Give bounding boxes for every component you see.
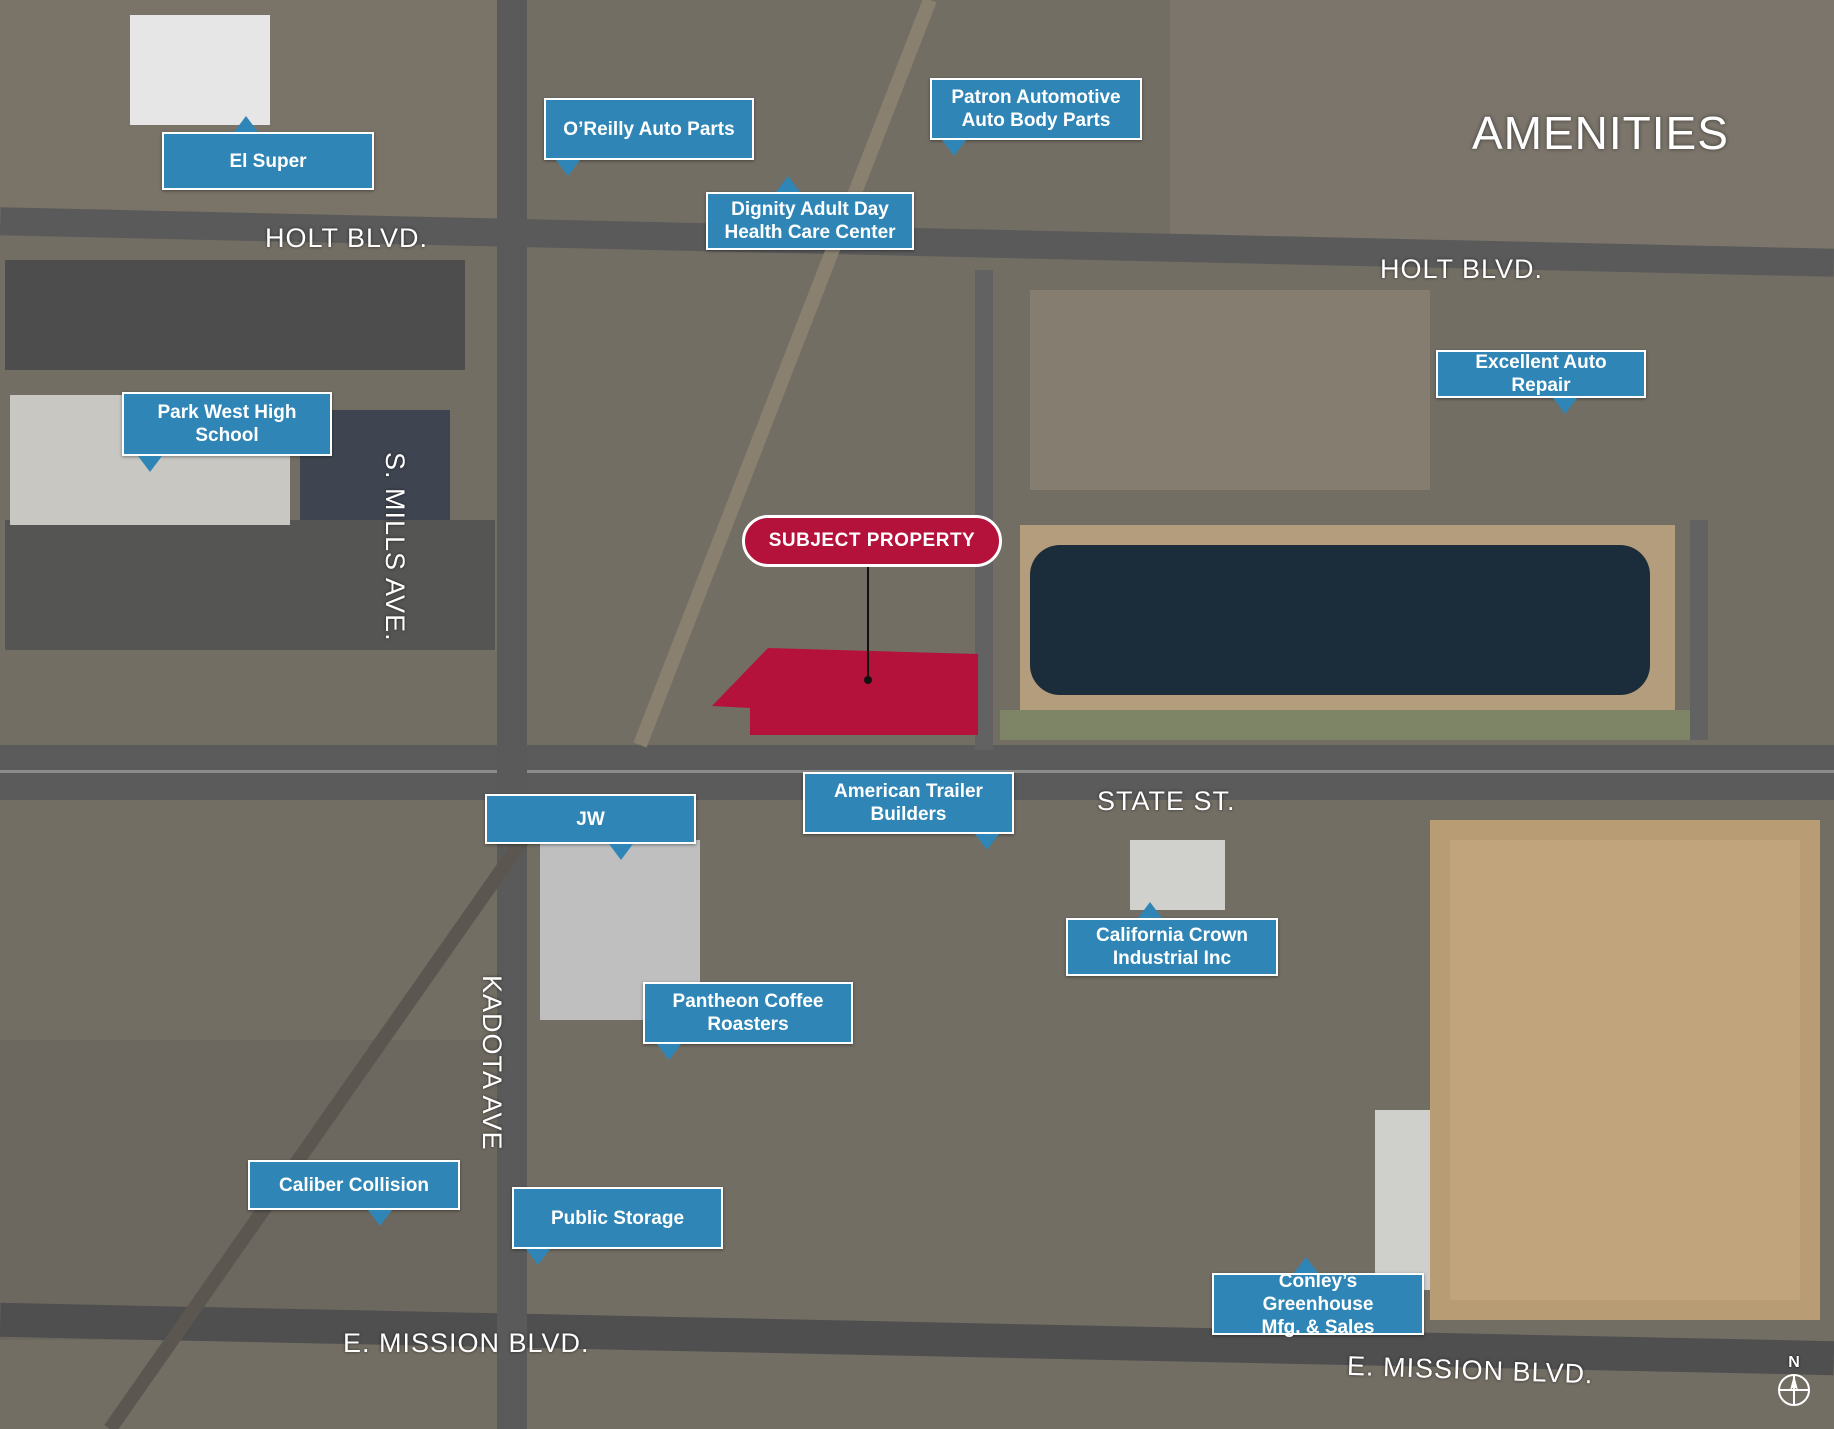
pointer-icon — [975, 834, 999, 850]
callout-california-crown[interactable]: California Crown Industrial Inc — [1066, 902, 1278, 976]
callout-conley[interactable]: Conley’s Greenhouse Mfg. & Sales — [1212, 1257, 1424, 1338]
callout-label: Dignity Adult Day Health Care Center — [724, 199, 896, 243]
callout-jw[interactable]: JW — [485, 794, 696, 860]
pointer-icon — [556, 160, 580, 176]
callout-label: El Super — [229, 150, 307, 172]
callout-label: Excellent Auto Repair — [1475, 352, 1607, 396]
callout-oreilly[interactable]: O’Reilly Auto Parts — [544, 98, 754, 176]
callout-caliber[interactable]: Caliber Collision — [248, 1160, 460, 1226]
page-title: AMENITIES — [1472, 107, 1729, 159]
callout-american-trailer[interactable]: American Trailer Builders — [803, 772, 1014, 850]
street-label-kadota: KADOTA AVE — [477, 975, 507, 1151]
pointer-icon — [1553, 398, 1577, 414]
pointer-icon — [138, 456, 162, 472]
pointer-icon — [942, 140, 966, 156]
callout-public-storage[interactable]: Public Storage — [512, 1187, 723, 1265]
street-label-holt-east: HOLT BLVD. — [1380, 254, 1544, 284]
pointer-icon — [368, 1210, 392, 1226]
subject-property-badge[interactable]: SUBJECT PROPERTY — [742, 515, 1002, 567]
callout-label: Conley’s Greenhouse Mfg. & Sales — [1261, 1270, 1375, 1338]
callout-label: Public Storage — [550, 1207, 685, 1229]
callout-el-super[interactable]: El Super — [162, 116, 374, 190]
north-arrow-icon: N — [1776, 1354, 1812, 1414]
compass-label: N — [1788, 1354, 1800, 1371]
callout-pantheon[interactable]: Pantheon Coffee Roasters — [643, 982, 853, 1060]
callout-label: Patron Automotive Auto Body Parts — [951, 87, 1121, 131]
callout-excellent[interactable]: Excellent Auto Repair — [1436, 350, 1646, 414]
pointer-icon — [234, 116, 258, 132]
callout-label: JW — [576, 808, 605, 830]
street-label-holt-west: HOLT BLVD. — [265, 223, 429, 253]
callout-label: California Crown Industrial Inc — [1095, 925, 1248, 969]
street-label-state-st: STATE ST. — [1097, 786, 1236, 816]
callout-label: O’Reilly Auto Parts — [563, 118, 735, 140]
compass-rose-icon — [1778, 1374, 1810, 1406]
pointer-icon — [609, 844, 633, 860]
street-label-s-mills: S. MILLS AVE. — [380, 452, 410, 642]
callout-label: Caliber Collision — [279, 1174, 429, 1196]
pointer-icon — [526, 1249, 550, 1265]
callout-label: Pantheon Coffee Roasters — [672, 991, 824, 1035]
street-label-mission-west: E. MISSION BLVD. — [343, 1328, 590, 1358]
pointer-icon — [657, 1044, 681, 1060]
callout-dignity[interactable]: Dignity Adult Day Health Care Center — [706, 176, 914, 250]
pointer-icon — [1138, 902, 1162, 918]
pointer-icon — [1294, 1257, 1318, 1273]
callout-label: Park West High School — [157, 402, 297, 446]
callout-park-west[interactable]: Park West High School — [122, 392, 332, 472]
callout-patron[interactable]: Patron Automotive Auto Body Parts — [930, 78, 1142, 156]
callout-label: American Trailer Builders — [834, 781, 983, 825]
pointer-icon — [776, 176, 800, 192]
